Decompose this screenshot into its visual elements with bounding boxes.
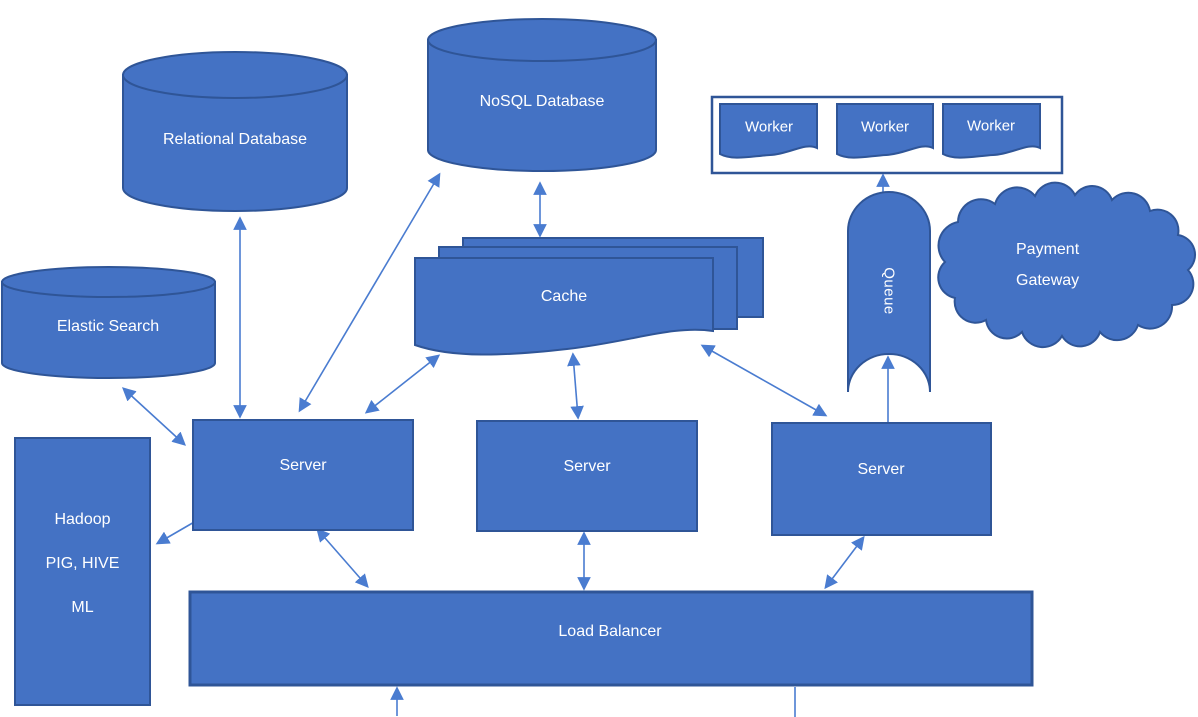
connector-server3-loadbalancer: [824, 535, 865, 590]
server-2-box: [476, 420, 698, 532]
connector-cache-server3: [700, 344, 828, 417]
hadoop-box: [14, 437, 151, 706]
elastic-search-cylinder: [1, 266, 216, 379]
payment-gateway-cloud: [937, 181, 1197, 349]
connector-elasticsearch-server1: [121, 387, 187, 446]
relational-database-cylinder: [122, 51, 348, 212]
worker-1-shape: [719, 103, 818, 159]
cache-multidocument: [414, 237, 764, 356]
worker-3-shape: [942, 103, 1041, 159]
connector-server1-loadbalancer: [316, 527, 369, 589]
load-balancer-box: [188, 590, 1034, 687]
connector-nosql-server1: [298, 172, 441, 413]
server-3-box: [771, 422, 992, 536]
connector-cache-server2: [567, 352, 584, 420]
worker-2-shape: [836, 103, 934, 159]
queue-shape: [847, 191, 931, 393]
nosql-database-cylinder: [427, 18, 657, 172]
server-1-box: [192, 419, 414, 531]
connector-server1-hadoop: [155, 520, 197, 545]
connector-cache-server1: [364, 354, 441, 414]
